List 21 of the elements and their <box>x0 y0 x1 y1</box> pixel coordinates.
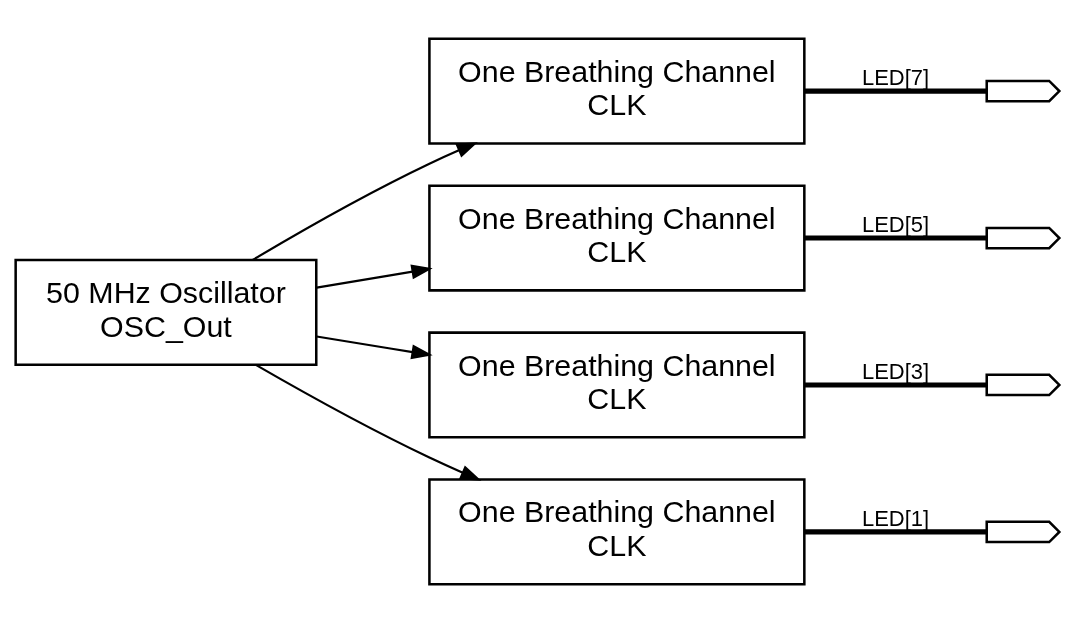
edge-label: LED[5] <box>861 211 930 237</box>
edge-label: LED[7] <box>861 65 930 91</box>
arrow <box>316 335 433 360</box>
arrow <box>252 142 478 261</box>
connector <box>804 235 987 241</box>
node-box <box>985 79 1062 103</box>
node-box: One Breathing Channel CLK <box>428 331 806 439</box>
arrow <box>316 264 433 289</box>
node-box: One Breathing Channel CLK <box>428 184 806 292</box>
connector <box>804 382 987 388</box>
node-box <box>985 373 1062 397</box>
arrow <box>255 363 482 481</box>
connector <box>804 529 987 535</box>
connector <box>804 88 987 94</box>
node-box: One Breathing Channel CLK <box>428 478 806 586</box>
node-box <box>985 226 1062 250</box>
edge-label: LED[1] <box>861 505 930 531</box>
node-box: One Breathing Channel CLK <box>428 37 806 145</box>
edge-label: LED[3] <box>861 358 930 384</box>
node-box <box>985 520 1062 544</box>
node-box: 50 MHz Oscillator OSC_Out <box>14 258 318 366</box>
